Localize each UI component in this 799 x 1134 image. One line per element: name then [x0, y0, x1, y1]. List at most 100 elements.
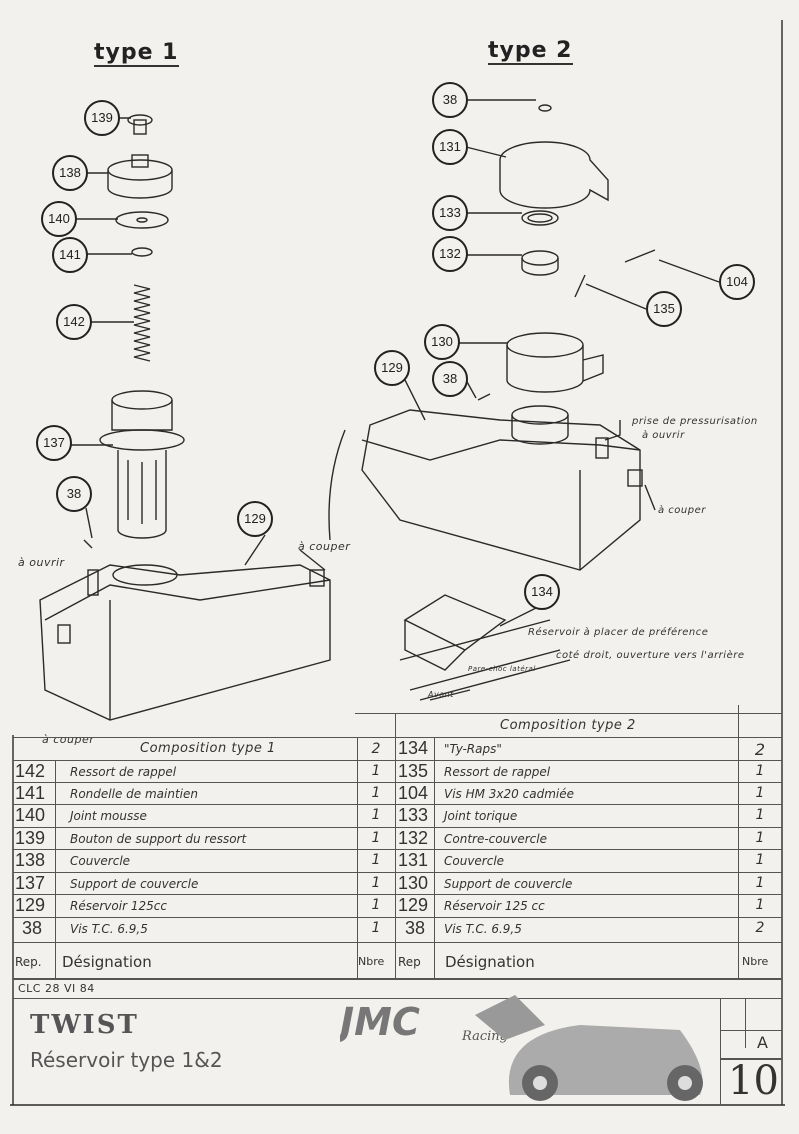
table2-designation: "Ty-Raps"	[444, 742, 502, 756]
divider	[13, 978, 782, 980]
table1-designation: Couvercle	[70, 854, 131, 868]
note-placement-2: coté droit, ouverture vers l'arrière	[556, 650, 745, 661]
divider	[13, 998, 782, 999]
revision-letter: A	[757, 1033, 768, 1052]
table2-designation: Vis HM 3x20 cadmiée	[444, 787, 574, 801]
table2-rep: 134	[398, 738, 429, 758]
table2-qty: 1	[755, 875, 765, 891]
table1-qty: 1	[371, 807, 381, 823]
model-name: TWIST	[30, 1010, 139, 1040]
table2-rep: 132	[398, 828, 429, 848]
callout-137: 137	[36, 425, 72, 461]
table1-rep: 129	[15, 895, 46, 915]
divider	[13, 942, 782, 943]
table1-qty: 1	[371, 897, 381, 913]
table1-qty: 1	[371, 763, 381, 779]
table1-col-rep: Rep.	[15, 955, 42, 969]
heading-type-2: type 2	[488, 38, 573, 65]
divider	[13, 917, 782, 918]
divider	[395, 713, 396, 978]
table2-rep: 131	[398, 850, 429, 870]
table1-rep: 141	[15, 783, 46, 803]
callout-133: 133	[432, 195, 468, 231]
table2-designation: Ressort de rappel	[444, 765, 551, 779]
callout-132: 132	[432, 236, 468, 272]
table2-qty: 1	[755, 763, 765, 779]
table2-rep: 38	[405, 918, 426, 938]
divider	[55, 760, 56, 978]
table2-qty: 1	[755, 852, 765, 868]
table1-designation: Rondelle de maintien	[70, 787, 198, 801]
table1-rep: 137	[15, 873, 46, 893]
table2-designation: Couvercle	[444, 854, 505, 868]
table1-rep: 38	[22, 918, 43, 938]
table1-designation: Joint mousse	[70, 809, 147, 823]
note-a-ouvrir: à ouvrir	[18, 556, 65, 569]
callout-139: 139	[84, 100, 120, 136]
table1-col-designation: Désignation	[62, 953, 152, 971]
jmc-racing-logo: JMC Racing	[333, 985, 720, 1105]
callout-129: 129	[374, 350, 410, 386]
divider	[13, 849, 782, 850]
table2-qty: 2	[754, 740, 766, 759]
callout-38: 38	[432, 361, 468, 397]
callout-129: 129	[237, 501, 273, 537]
drawing-subtitle: Réservoir type 1&2	[30, 1048, 223, 1072]
divider	[355, 713, 782, 714]
table2-title: Composition type 2	[500, 718, 636, 733]
divider	[13, 872, 782, 873]
table1-designation: Bouton de support du ressort	[70, 832, 247, 846]
table2-qty: 1	[755, 807, 765, 823]
table1-designation: Support de couvercle	[70, 877, 199, 891]
table2-qty: 1	[755, 830, 765, 846]
note-avant: Avant	[428, 690, 454, 699]
table2-designation: Vis T.C. 6.9,5	[444, 922, 522, 936]
table1-title: Composition type 1	[140, 741, 276, 756]
divider	[13, 827, 782, 828]
note-pare-choc: Pare-choc latéral	[468, 665, 536, 673]
note-a-couper: à couper	[298, 540, 351, 553]
divider	[720, 1058, 782, 1060]
callout-130: 130	[424, 324, 460, 360]
table1-rep: 142	[15, 761, 46, 781]
table1-designation: Ressort de rappel	[70, 765, 177, 779]
table2-rep: 135	[398, 761, 429, 781]
table2-designation: Réservoir 125 cc	[444, 899, 545, 913]
table2-rep: 104	[398, 783, 429, 803]
table2-designation: Joint torique	[444, 809, 518, 823]
divider	[13, 804, 782, 805]
table1-designation: Vis T.C. 6.9,5	[70, 922, 148, 936]
callout-131: 131	[432, 129, 468, 165]
divider	[13, 782, 782, 783]
table2-rep: 129	[398, 895, 429, 915]
divider	[357, 737, 358, 978]
callout-104: 104	[719, 264, 755, 300]
table1-designation: Réservoir 125cc	[70, 899, 167, 913]
divider	[738, 705, 739, 978]
table2-designation: Support de couvercle	[444, 877, 573, 891]
table2-rep: 130	[398, 873, 429, 893]
heading-type-1: type 1	[94, 40, 179, 67]
callout-142: 142	[56, 304, 92, 340]
table1-rep: 140	[15, 805, 46, 825]
table1-rep: 139	[15, 828, 46, 848]
callout-38: 38	[432, 82, 468, 118]
table1-qty: 1	[371, 875, 381, 891]
divider	[434, 737, 435, 978]
divider	[13, 737, 782, 738]
callout-135: 135	[646, 291, 682, 327]
table2-qty: 2	[755, 920, 765, 936]
note-a-couper: à couper	[42, 733, 95, 746]
table1-col-qty: Nbre	[358, 955, 385, 968]
table2-rep: 133	[398, 805, 429, 825]
sheet-number: 10	[728, 1058, 779, 1104]
table2-col-qty: Nbre	[742, 955, 769, 968]
table2-qty: 1	[755, 897, 765, 913]
callout-138: 138	[52, 155, 88, 191]
callout-140: 140	[41, 201, 77, 237]
table2-col-designation: Désignation	[445, 953, 535, 971]
callout-134: 134	[524, 574, 560, 610]
callout-141: 141	[52, 237, 88, 273]
svg-text:JMC: JMC	[340, 1000, 420, 1044]
